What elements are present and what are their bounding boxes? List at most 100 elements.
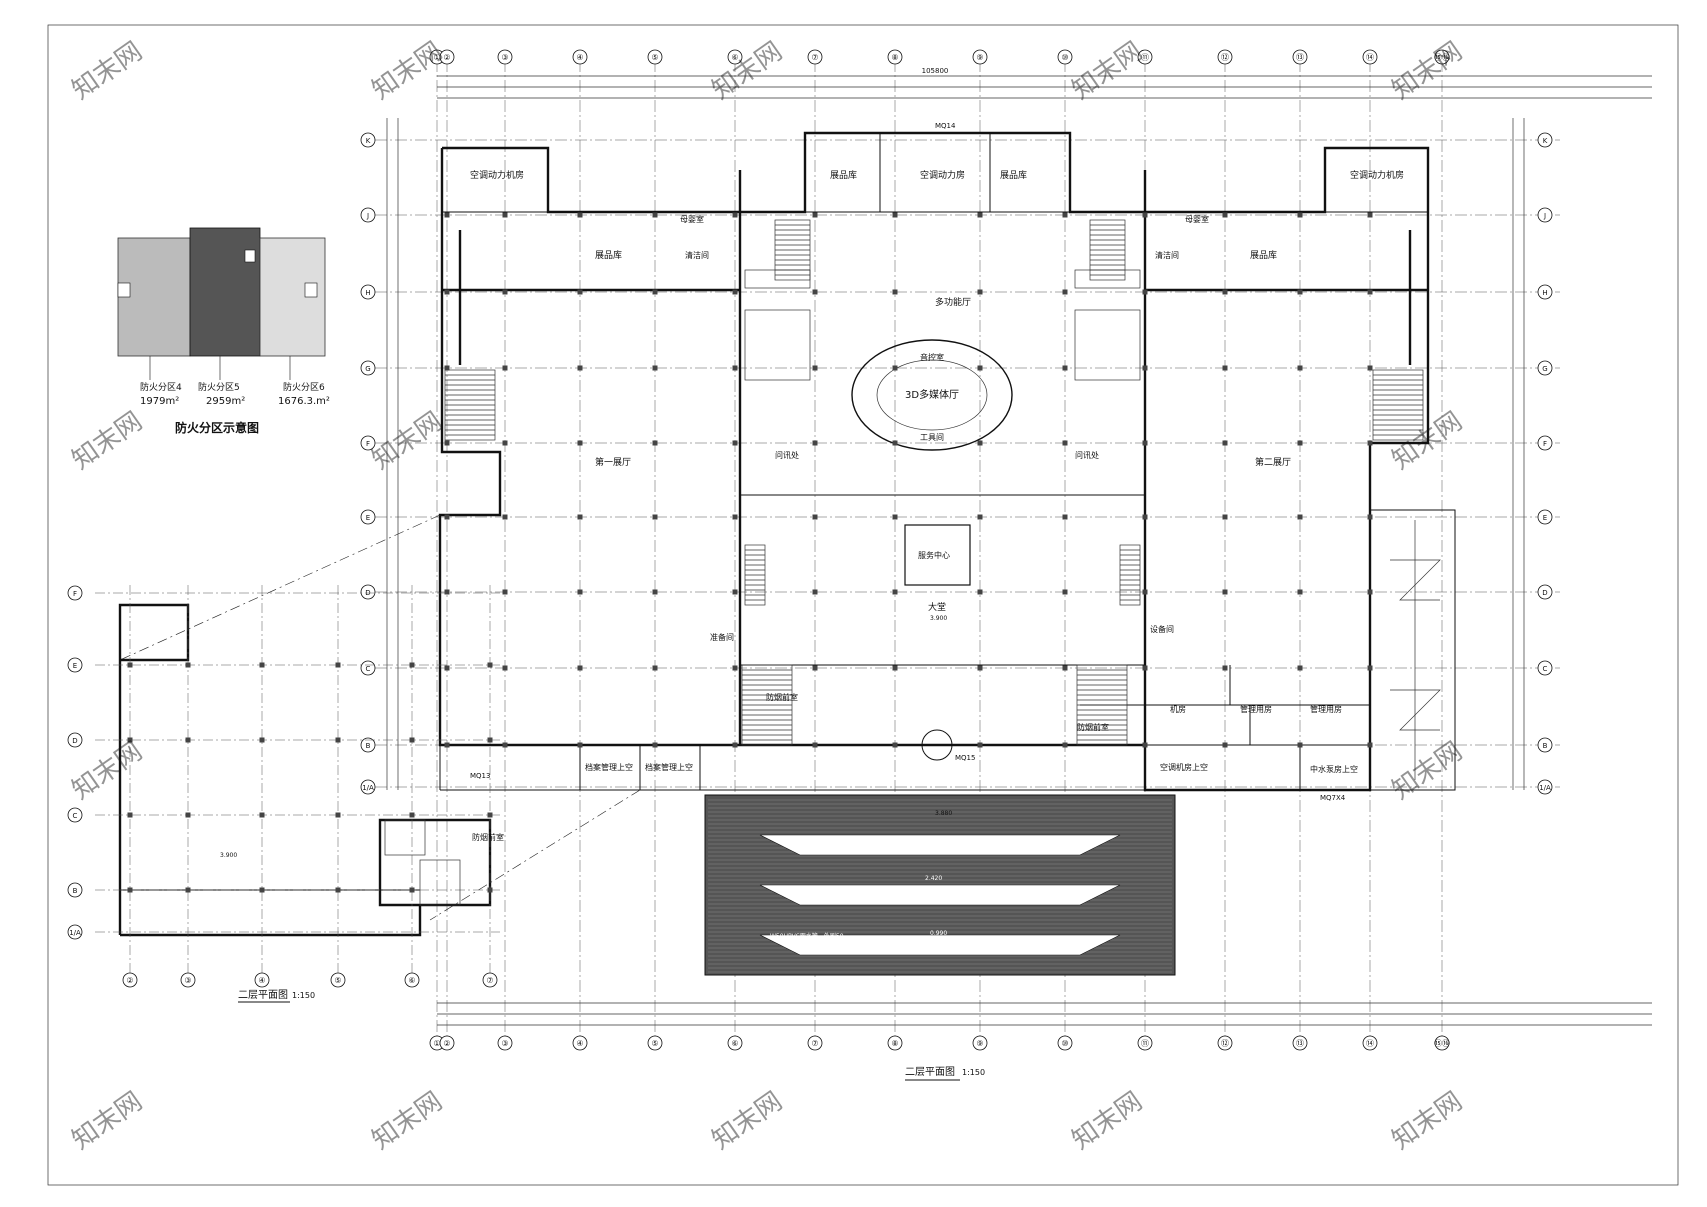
detail-axis-label: ⑦	[486, 976, 493, 985]
room-mother-right: 母婴室	[1185, 214, 1209, 224]
column	[1222, 665, 1228, 671]
detail-axis-label: ③	[184, 976, 191, 985]
axis-label: ⑨	[976, 53, 983, 62]
axis-label: ⑪	[1141, 1039, 1149, 1048]
column	[1297, 365, 1303, 371]
axis-label: K	[1543, 137, 1548, 145]
detail-axis-bubble	[482, 972, 498, 988]
detail-column	[185, 662, 191, 668]
room-ac-above: 空调机房上空	[1160, 762, 1208, 772]
axis-bubble	[1137, 1035, 1153, 1051]
column	[732, 514, 738, 520]
detail-axis-bubble	[67, 732, 83, 748]
column	[652, 289, 658, 295]
detail-column	[487, 737, 493, 743]
axis-bubble	[1537, 584, 1553, 600]
detail-column	[409, 812, 415, 818]
detail-axis-label: C	[73, 812, 78, 820]
column	[1297, 212, 1303, 218]
axis-label: ④	[576, 53, 583, 62]
axis-bubble	[360, 207, 376, 223]
detail-axis-bubble	[67, 657, 83, 673]
axis-label: B	[1543, 742, 1548, 750]
ramp-elev-3: 0.990	[930, 930, 947, 937]
column	[1367, 742, 1373, 748]
axis-label: C	[366, 665, 371, 673]
ramp-elev-2: 2.420	[925, 875, 942, 882]
column	[652, 365, 658, 371]
axis-label: ⑦	[811, 1039, 818, 1048]
axis-label: ⑫	[1221, 1039, 1229, 1048]
sheet-border	[47, 24, 1679, 1186]
axis-bubble	[1537, 360, 1553, 376]
column	[732, 289, 738, 295]
column	[502, 289, 508, 295]
column	[577, 514, 583, 520]
detail-column	[409, 887, 415, 893]
watermark-text: 知末网	[1067, 1086, 1148, 1155]
column	[652, 212, 658, 218]
room-ac-power-top: 空调动力房	[920, 169, 965, 181]
ramp-note: W50UPVC雨水管，外刷50	[770, 932, 844, 940]
watermark-text: 知末网	[67, 36, 148, 105]
cinema-ellipse	[851, 339, 1013, 451]
axis-bubble	[647, 1035, 663, 1051]
room-storage-left: 展品库	[595, 249, 622, 261]
detail-column	[185, 812, 191, 818]
detail-column	[409, 737, 415, 743]
watermark-text: 知末网	[367, 36, 448, 105]
column	[502, 589, 508, 595]
column	[977, 289, 983, 295]
detail-axis-bubble	[330, 972, 346, 988]
detail-column	[127, 737, 133, 743]
detail-axis-bubble	[180, 972, 196, 988]
axis-bubble	[572, 1035, 588, 1051]
axis-bubble	[1292, 1035, 1308, 1051]
room-labels: 空调动力机房 空调动力机房 空调动力房 展品库 展品库 展品库 展品库 多功能厅…	[470, 122, 1404, 802]
detail-column	[487, 812, 493, 818]
column	[577, 589, 583, 595]
axis-label: H	[1542, 289, 1547, 297]
detail-axis-label: 1/A	[69, 929, 81, 937]
column	[502, 514, 508, 520]
axis-bubble	[1537, 132, 1553, 148]
ramp-labels: 3.880 2.420 0.990 W50UPVC雨水管，外刷50	[770, 810, 952, 940]
axis-bubble	[572, 49, 588, 65]
column	[444, 665, 450, 671]
column	[444, 365, 450, 371]
detail-axis-bubble	[67, 924, 83, 940]
column	[1222, 742, 1228, 748]
axis-bubble	[360, 360, 376, 376]
detail-axis-label: B	[73, 887, 78, 895]
label-mq14: MQ14	[935, 122, 956, 130]
column	[444, 212, 450, 218]
column	[1142, 289, 1148, 295]
axis-bubble	[807, 1035, 823, 1051]
column	[1062, 440, 1068, 446]
detail-smoke-room: 防烟前室	[472, 832, 504, 842]
axis-bubble	[1537, 779, 1553, 795]
column	[977, 514, 983, 520]
column	[1062, 365, 1068, 371]
detail-axis-label: ②	[126, 976, 133, 985]
column	[977, 589, 983, 595]
watermark-text: 知末网	[67, 406, 148, 475]
column	[1297, 589, 1303, 595]
column	[652, 665, 658, 671]
watermark-text: 知末网	[1067, 36, 1148, 105]
room-pump-above: 中水泵房上空	[1310, 764, 1358, 774]
column	[1367, 212, 1373, 218]
right-annex	[1370, 509, 1456, 791]
watermark-text: 知末网	[367, 1086, 448, 1155]
watermark-text: 知末网	[1387, 1086, 1468, 1155]
watermarks: 知末网知末网知末网知末网知末网知末网知末网知末网知末网知末网知末网知末网知末网知…	[67, 36, 1468, 1155]
column	[652, 589, 658, 595]
stair-treads	[445, 224, 1423, 741]
column	[812, 440, 818, 446]
column	[577, 742, 583, 748]
main-title: 二层平面图	[905, 1066, 955, 1078]
room-equip: 设备间	[1150, 624, 1174, 634]
detail-column	[335, 662, 341, 668]
axis-bubble	[972, 1035, 988, 1051]
axis-bubble	[1292, 49, 1308, 65]
